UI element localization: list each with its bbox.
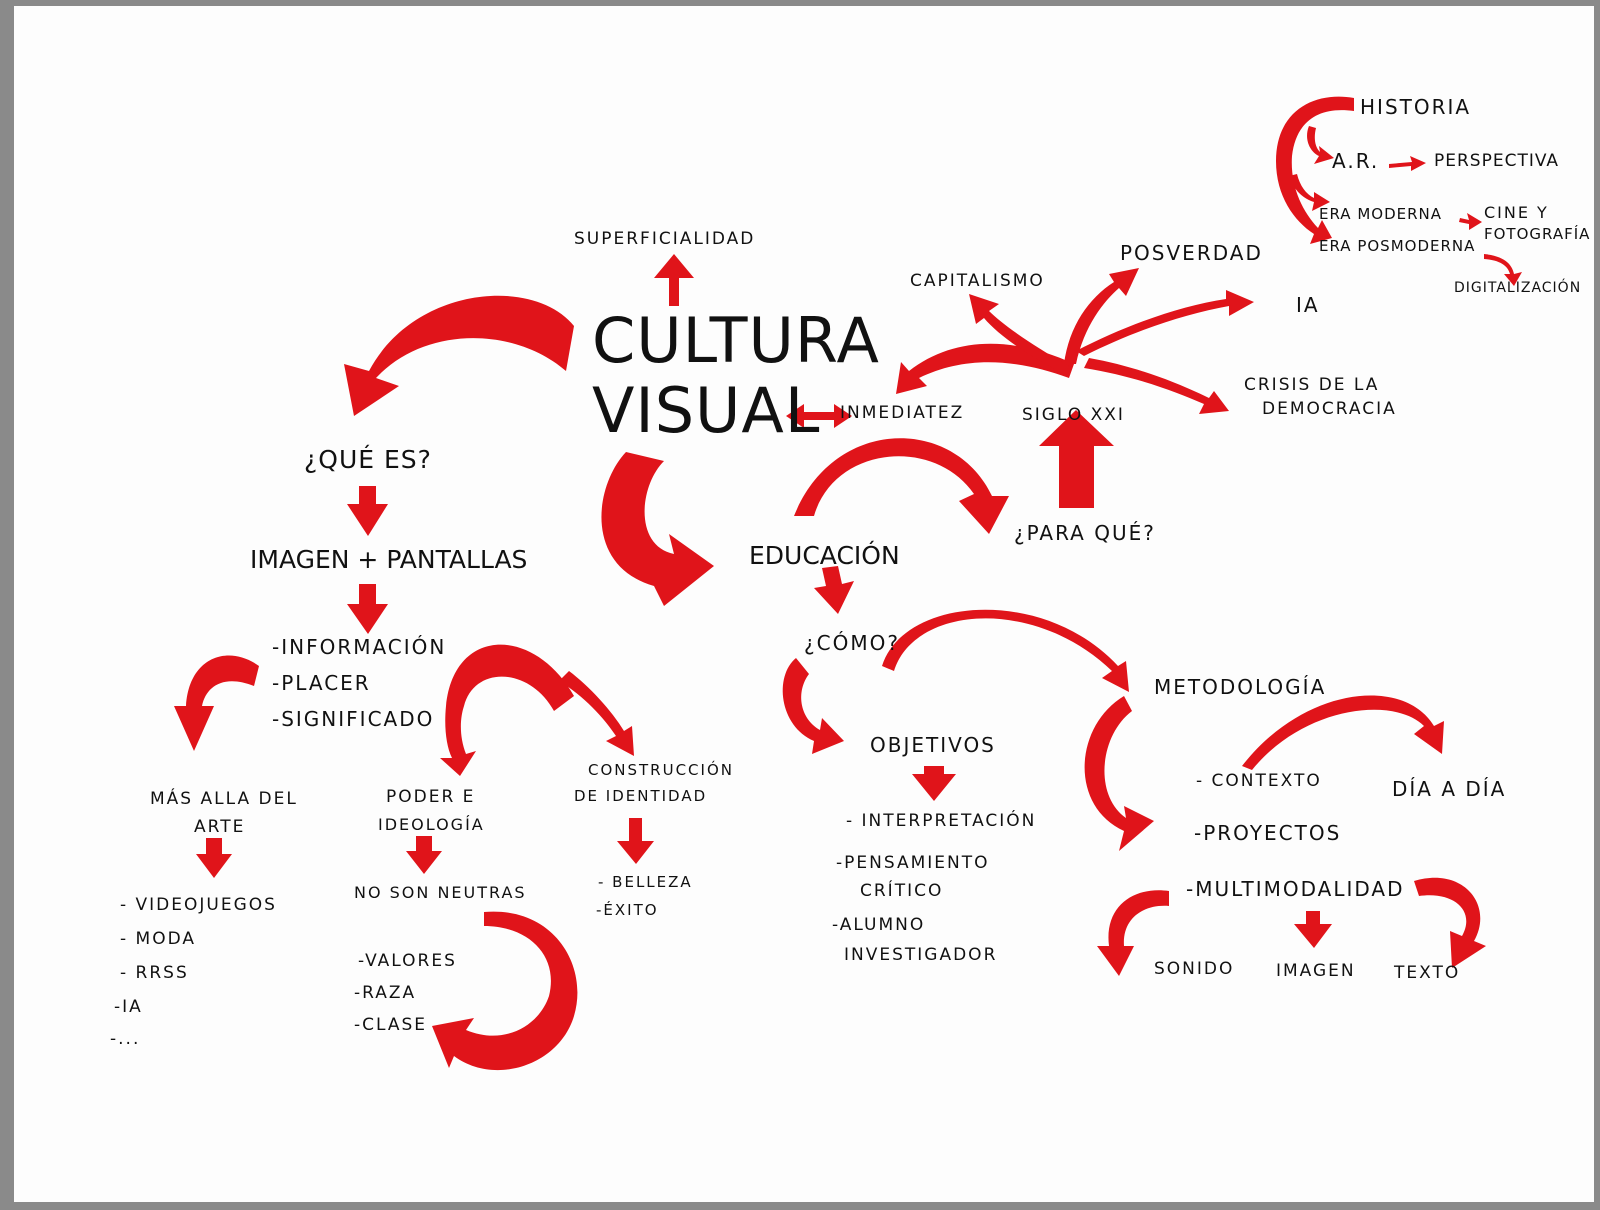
node-proyectos: -PROYECTOS xyxy=(1194,821,1342,845)
arrow-objetivos-interpretacion xyxy=(912,766,956,801)
node-videojuegos: - VIDEOJUEGOS xyxy=(120,895,277,915)
node-ia-left: -IA xyxy=(114,997,143,1017)
node-imagen-edu: IMAGEN xyxy=(1276,961,1356,981)
node-pensamiento-line1: -PENSAMIENTO xyxy=(836,853,990,873)
arrow-moderna-cine xyxy=(1459,213,1482,230)
node-que-es: ¿QUÉ ES? xyxy=(304,445,432,474)
node-multimodalidad: -MULTIMODALIDAD xyxy=(1186,877,1405,901)
node-como: ¿CÓMO? xyxy=(804,631,900,655)
node-crisis-line2: DEMOCRACIA xyxy=(1262,399,1397,419)
title-line-1: CULTURA xyxy=(592,304,880,377)
node-era-moderna: ERA MODERNA xyxy=(1319,205,1443,223)
arrow-visual-inmediatez xyxy=(786,404,852,428)
node-cine-line1: CINE Y xyxy=(1484,203,1549,222)
node-historia: HISTORIA xyxy=(1360,95,1472,119)
node-digitalizacion: DIGITALIZACIÓN xyxy=(1454,280,1582,296)
node-no-son-neutras: NO SON NEUTRAS xyxy=(354,883,527,902)
node-mas-alla-line1: MÁS ALLA DEL xyxy=(150,789,298,809)
concept-map-sheet: CULTURA VISUAL SUPERFICIALIDAD INMEDIATE… xyxy=(14,6,1594,1202)
arrow-to-siglo xyxy=(1039,410,1114,508)
arrow-to-para-que xyxy=(794,438,1009,534)
arrow-ar-perspectiva xyxy=(1389,156,1426,171)
node-educacion: EDUCACIÓN xyxy=(749,541,900,570)
arrow-to-mas-alla xyxy=(174,655,259,751)
node-ia-top: IA xyxy=(1296,293,1320,317)
node-construccion-line2: DE IDENTIDAD xyxy=(574,787,708,805)
node-ar: A.R. xyxy=(1332,149,1380,173)
arrow-to-que-es xyxy=(344,295,574,416)
node-texto: TEXTO xyxy=(1394,963,1461,983)
arrow-historia-era xyxy=(1289,174,1330,211)
node-para-que: ¿PARA QUÉ? xyxy=(1014,521,1156,545)
central-title: CULTURA VISUAL xyxy=(592,304,880,447)
node-era-posmoderna: ERA POSMODERNA xyxy=(1319,237,1476,255)
node-valores: -VALORES xyxy=(358,951,457,971)
arrow-multi-imagen xyxy=(1294,911,1332,948)
arrows-layer xyxy=(174,96,1522,1071)
node-significado: -SIGNIFICADO xyxy=(272,707,435,731)
arrow-como-objetivos xyxy=(782,658,844,754)
arrow-to-educacion xyxy=(601,452,714,606)
node-dia-a-dia: DÍA A DÍA xyxy=(1392,777,1507,801)
node-cine-line2: FOTOGRAFÍA xyxy=(1484,225,1591,243)
node-clase: -CLASE xyxy=(354,1015,428,1035)
node-poder-line1: PODER E xyxy=(386,787,476,807)
node-capitalismo: CAPITALISMO xyxy=(910,271,1045,291)
arrow-mas-alla-videojuegos xyxy=(196,838,232,878)
node-inmediatez: INMEDIATEZ xyxy=(840,403,965,423)
arrow-contexto-dia xyxy=(1242,695,1444,770)
arrow-to-inmediatez-from-siglo xyxy=(896,343,1074,394)
arrow-que-es-imagen xyxy=(347,486,388,536)
node-alumno-line1: -ALUMNO xyxy=(832,915,926,935)
arrow-to-posverdad xyxy=(1064,268,1139,364)
node-raza: -RAZA xyxy=(354,983,417,1003)
arrow-poder-neutras xyxy=(406,836,442,874)
node-perspectiva: PERSPECTIVA xyxy=(1434,151,1560,171)
arrow-multi-sonido xyxy=(1097,890,1169,976)
node-siglo-xxi: SIGLO XXI xyxy=(1022,405,1125,425)
node-imagen-pantallas: IMAGEN + PANTALLAS xyxy=(250,545,528,574)
node-belleza: - BELLEZA xyxy=(598,873,693,891)
arrow-to-capitalismo xyxy=(969,294,1069,374)
node-mas-alla-line2: ARTE xyxy=(194,817,246,837)
node-superficialidad: SUPERFICIALIDAD xyxy=(574,229,756,249)
node-placer: -PLACER xyxy=(272,671,371,695)
node-interpretacion: - INTERPRETACIÓN xyxy=(846,811,1037,831)
arrow-educacion-como xyxy=(814,566,854,614)
arrow-historia-ar xyxy=(1307,126,1334,164)
arrow-multi-texto xyxy=(1414,877,1486,968)
arrow-construccion-belleza xyxy=(617,818,654,864)
node-moda: - MODA xyxy=(120,929,197,949)
arrow-to-poder xyxy=(440,644,574,776)
arrow-como-metodologia xyxy=(882,609,1129,692)
node-alumno-line2: INVESTIGADOR xyxy=(844,945,998,965)
node-etc: -... xyxy=(110,1029,141,1049)
node-metodologia: METODOLOGÍA xyxy=(1154,675,1327,699)
arrow-posmoderna-digital xyxy=(1484,254,1522,286)
node-contexto: - CONTEXTO xyxy=(1196,771,1322,791)
node-exito: -ÉXITO xyxy=(596,901,659,919)
node-posverdad: POSVERDAD xyxy=(1120,241,1263,265)
arrow-to-construccion xyxy=(559,671,634,756)
arrow-to-superficialidad xyxy=(654,254,694,306)
node-rrss: - RRSS xyxy=(120,963,189,983)
node-informacion: -INFORMACIÓN xyxy=(272,635,447,659)
node-poder-line2: IDEOLOGÍA xyxy=(378,815,485,834)
arrow-neutras-clase xyxy=(432,911,578,1071)
node-pensamiento-line2: CRÍTICO xyxy=(860,881,944,901)
node-sonido: SONIDO xyxy=(1154,959,1235,979)
arrow-metodologia-multimodalidad xyxy=(1084,696,1154,851)
arrow-imagen-informacion xyxy=(347,584,388,634)
node-objetivos: OBJETIVOS xyxy=(870,733,996,757)
arrow-to-ia xyxy=(1076,290,1254,356)
node-crisis-line1: CRISIS DE LA xyxy=(1244,375,1380,395)
arrow-to-crisis xyxy=(1084,358,1229,414)
node-construccion-line1: CONSTRUCCIÓN xyxy=(588,761,734,779)
title-line-2: VISUAL xyxy=(592,374,821,447)
arrow-historia-main xyxy=(1276,96,1354,244)
